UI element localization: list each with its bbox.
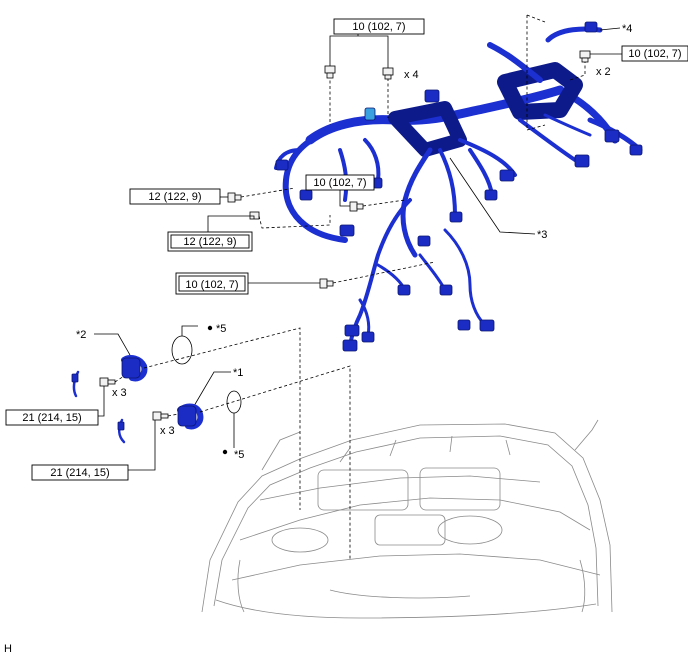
bolt-icon xyxy=(324,65,336,79)
callout-1: *1 xyxy=(233,367,243,379)
torque-label-right: 10 (102, 7) xyxy=(628,48,681,60)
bolt-icon xyxy=(579,50,591,63)
top-bolts-group: 10 (102, 7) x 4 xyxy=(324,18,425,125)
torque-label-mid: 10 (102, 7) xyxy=(313,177,366,189)
bracket-2-group: *2 x 3 21 (214, 15) *5 xyxy=(5,323,301,510)
bolt-icon xyxy=(349,201,364,212)
left-bolt-boxed-group: 12 (122, 9) xyxy=(167,211,331,252)
callout-3-group: *3 xyxy=(449,157,547,241)
o-ring-icon xyxy=(171,335,193,365)
torque-box-bracket2 xyxy=(5,409,99,426)
torque-box-left-boxed-inner xyxy=(170,234,250,249)
nut-icon xyxy=(249,211,260,220)
torque-label-bracket1: 21 (214, 15) xyxy=(50,467,109,479)
right-bolts-group: 10 (102, 7) x 2 *4 xyxy=(526,14,688,131)
lower-bolt-boxed-group: 10 (102, 7) xyxy=(175,261,436,295)
left-bolt-group: 12 (122, 9) xyxy=(129,187,296,205)
figure-code: H xyxy=(4,643,12,655)
mid-bolt-group: 10 (102, 7) xyxy=(305,174,406,212)
bullet-icon xyxy=(222,449,228,455)
quantity-top: x 4 xyxy=(404,69,419,81)
bullet-icon xyxy=(207,325,213,331)
engine-compartment-illustration xyxy=(201,419,613,619)
callout-3: *3 xyxy=(537,229,547,241)
torque-box-lower-inner xyxy=(178,275,246,292)
torque-box-right xyxy=(621,45,688,62)
torque-label-lower: 10 (102, 7) xyxy=(185,279,238,291)
bolt-icon xyxy=(382,67,394,80)
callout-4: *4 xyxy=(622,23,632,35)
quantity-right: x 2 xyxy=(596,66,611,78)
torque-label-left: 12 (122, 9) xyxy=(148,191,201,203)
quantity-bracket1: x 3 xyxy=(160,425,175,437)
callout-5b: *5 xyxy=(234,449,244,461)
bracket-1-group: *1 x 3 21 (214, 15) *5 xyxy=(31,365,351,560)
callout-5a: *5 xyxy=(216,323,226,335)
callout-2: *2 xyxy=(76,329,86,341)
torque-label-left-boxed: 12 (122, 9) xyxy=(183,236,236,248)
torque-box-bracket1 xyxy=(31,464,129,481)
bolt-icon xyxy=(99,377,116,387)
o-ring-icon xyxy=(226,390,242,414)
engine-wire-harness xyxy=(274,21,643,352)
torque-label-top: 10 (102, 7) xyxy=(352,21,405,33)
bolt-icon xyxy=(152,411,169,421)
torque-box-left xyxy=(129,188,221,205)
torque-label-bracket2: 21 (214, 15) xyxy=(22,412,81,424)
bolt-icon xyxy=(319,278,334,289)
bolt-icon xyxy=(227,192,242,203)
torque-box-top xyxy=(333,18,425,35)
quantity-bracket2: x 3 xyxy=(112,387,127,399)
